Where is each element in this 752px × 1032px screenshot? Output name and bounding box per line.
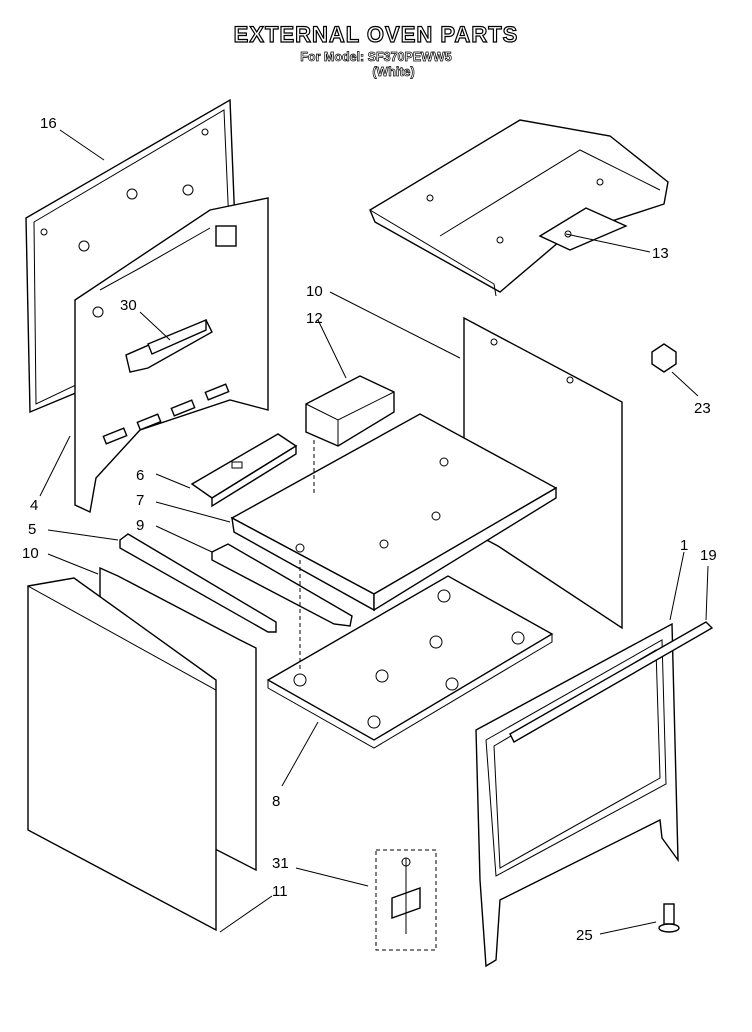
callout-1: 1 — [680, 537, 688, 554]
callout-13: 13 — [652, 245, 669, 262]
leader-31 — [295, 867, 369, 887]
part-1-front-frame-drawing — [475, 622, 679, 968]
callout-7: 7 — [136, 492, 144, 509]
part-30-bracket-drawing — [125, 318, 213, 373]
leader-13 — [565, 233, 651, 253]
callout-10-right: 10 — [306, 283, 323, 300]
callout-8: 8 — [272, 793, 280, 810]
leader-9 — [155, 525, 213, 553]
color-subtitle: (White) — [372, 65, 415, 80]
leader-16 — [59, 129, 105, 161]
leader-11 — [219, 895, 273, 933]
leader-23 — [671, 371, 699, 397]
part-19-strip-drawing — [509, 621, 714, 743]
callout-31: 31 — [272, 855, 289, 872]
leader-4 — [39, 435, 71, 497]
part-9-trim-drawing — [211, 543, 353, 627]
part-31-kit-drawing — [375, 849, 437, 951]
callout-19: 19 — [700, 547, 717, 564]
part-13-frame-drawing — [369, 119, 669, 297]
callout-11: 11 — [272, 883, 288, 900]
leader-12 — [317, 319, 347, 379]
part-5-strip-drawing — [119, 533, 277, 633]
leader-19 — [705, 565, 709, 621]
page-title: EXTERNAL OVEN PARTS — [233, 21, 519, 47]
callout-9: 9 — [136, 517, 144, 534]
callout-23: 23 — [694, 400, 711, 417]
part-12-burner-box-drawing — [305, 375, 395, 447]
callout-30: 30 — [120, 297, 137, 314]
model-subtitle: For Model: SF370PEWW5 — [300, 50, 452, 65]
callout-25: 25 — [576, 927, 593, 944]
leader-1 — [669, 551, 685, 621]
part-11-side-panel-drawing — [27, 577, 217, 932]
part-6-bracket-drawing — [190, 433, 298, 508]
leader-10-left — [47, 553, 99, 575]
leader-25 — [599, 921, 657, 935]
callout-6: 6 — [136, 467, 144, 484]
part-25-leg-drawing — [658, 903, 680, 933]
callout-12: 12 — [306, 310, 323, 327]
callout-5: 5 — [28, 521, 36, 538]
part-7-tray-drawing — [230, 413, 558, 612]
leader-6 — [155, 473, 191, 489]
callout-16: 16 — [40, 115, 57, 132]
leader-8 — [281, 721, 319, 787]
leader-7 — [155, 501, 231, 523]
part-8-oven-bottom-drawing — [266, 575, 554, 749]
leader-5 — [47, 529, 119, 541]
leader-10-right — [329, 291, 461, 359]
callout-4: 4 — [30, 497, 38, 514]
part-23-bracket-drawing — [651, 343, 677, 373]
leader-30 — [139, 311, 171, 341]
callout-10-left: 10 — [22, 545, 39, 562]
